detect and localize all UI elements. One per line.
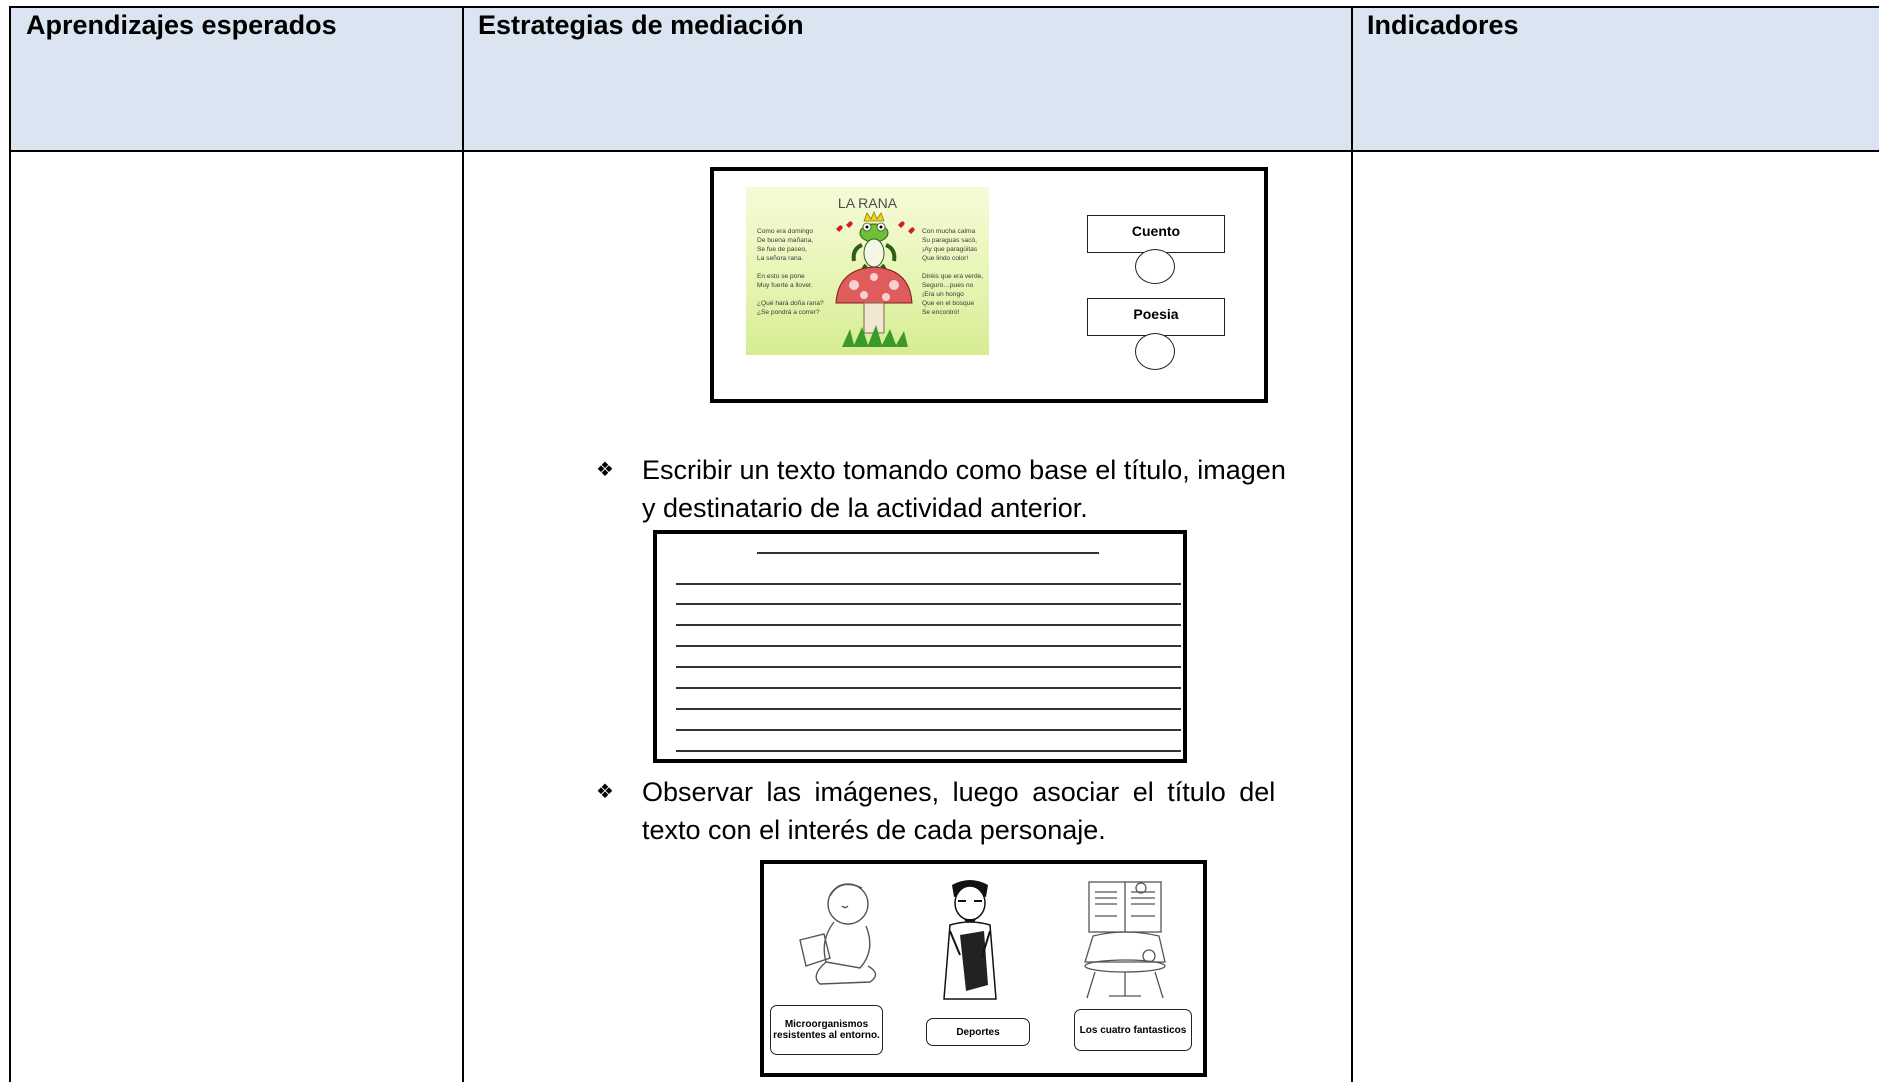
column-divider-2 (1351, 6, 1353, 1082)
bullet-diamond-icon: ❖ (596, 459, 614, 481)
title-option-microorganismos: Microorganismos resistentes al entorno. (770, 1005, 883, 1055)
option-box-poesia: Poesia (1087, 298, 1225, 336)
table-header-row (10, 8, 1879, 151)
header-indicadores: Indicadores (1367, 10, 1519, 40)
frog-on-mushroom-illustration (835, 211, 915, 347)
man-reading-newspaper-illustration (1084, 881, 1166, 999)
header-aprendizajes: Aprendizajes esperados (26, 10, 337, 40)
writing-title-line (757, 552, 1099, 554)
poem-title: LA RANA (837, 195, 898, 211)
writing-line (676, 645, 1181, 647)
writing-line (676, 729, 1181, 731)
writing-line (676, 603, 1181, 605)
option-box-cuento: Cuento (1087, 215, 1225, 253)
child-reading-illustration (799, 883, 877, 985)
header-divider (10, 150, 1879, 152)
instruction-1-line-1: Escribir un texto tomando como base el t… (642, 455, 1286, 485)
writing-line (676, 687, 1181, 689)
option-circle-poesia (1135, 333, 1175, 370)
bullet-diamond-icon: ❖ (596, 781, 614, 803)
option-circle-cuento (1135, 249, 1175, 284)
writing-lines-box (653, 530, 1187, 763)
instruction-bullet-2: ❖ Observar las imágenes, luego asociar e… (596, 773, 1340, 853)
instruction-bullet-1: ❖ Escribir un texto tomando como base el… (596, 451, 1340, 531)
instruction-1-line-2: y destinatario de la actividad anterior. (642, 493, 1088, 523)
poem-card: LA RANA Como era domingo De buena mañana… (746, 187, 989, 355)
header-estrategias: Estrategias de mediación (478, 10, 804, 40)
column-divider-1 (462, 6, 464, 1082)
table-left-border (9, 6, 11, 1082)
writing-line (676, 750, 1181, 752)
instruction-2-line-2: texto con el interés de cada personaje. (642, 815, 1106, 845)
table-top-border (10, 6, 1879, 8)
writing-line (676, 624, 1181, 626)
title-option-los-cuatro-fantasticos: Los cuatro fantasticos (1074, 1009, 1192, 1051)
writing-line (676, 583, 1181, 585)
instruction-2-line-1: Observar las imágenes, luego asociar el … (642, 777, 1276, 807)
man-reading-illustration (943, 880, 997, 1000)
writing-line (676, 708, 1181, 710)
writing-line (676, 666, 1181, 668)
title-option-deportes: Deportes (926, 1018, 1030, 1046)
poem-left-column: Como era domingo De buena mañana, Se fue… (757, 228, 824, 316)
poem-right-column: Con mucha calma Su paraguas sacó, ¡Ay qu… (922, 228, 984, 316)
